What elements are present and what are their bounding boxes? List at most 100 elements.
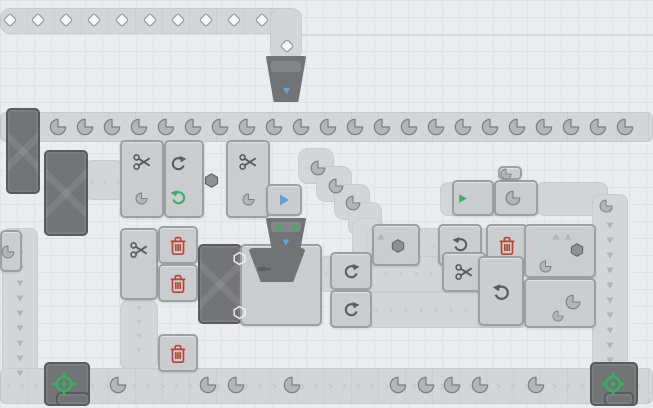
belt-chevron-right-icon — [427, 270, 435, 278]
belt-chevron-right-icon — [326, 382, 335, 391]
belt-chevron-right-icon — [438, 382, 447, 391]
trash[interactable] — [158, 334, 198, 372]
belt-arrow-down-icon — [605, 355, 615, 365]
belt-arrow-down-icon — [135, 346, 143, 354]
belt-chevron-right-icon — [397, 270, 405, 278]
balancer[interactable] — [44, 150, 88, 236]
trash-icon — [496, 234, 518, 256]
target-icon — [600, 371, 626, 397]
gem-white-shape — [58, 12, 74, 28]
rotate-ccw-green-icon — [169, 188, 188, 207]
belt-chevron-right-icon — [186, 382, 195, 391]
edge-tile[interactable] — [0, 230, 22, 272]
quarter-gray-shape — [345, 195, 361, 211]
zone-edge-horizontal — [296, 34, 653, 36]
arrow-up-icon — [551, 232, 561, 242]
belt-chevron-right-icon — [494, 382, 503, 391]
quarter-gray-shape — [103, 118, 121, 136]
belt-chevron-right-icon — [462, 306, 470, 314]
balancer[interactable] — [198, 244, 242, 324]
rotator[interactable] — [330, 252, 372, 290]
quarter-gray-shape — [238, 118, 256, 136]
belt-arrow-down-icon — [605, 280, 615, 290]
hexagon-shape-icon — [569, 242, 585, 258]
belt-chevron-right-icon — [522, 382, 531, 391]
belt-chevron-right-icon — [4, 382, 13, 391]
filter[interactable] — [452, 180, 494, 216]
quarter-gray-shape — [389, 376, 407, 394]
rotator[interactable] — [330, 290, 372, 328]
belt-chevron-right-icon — [242, 382, 251, 391]
tunnel-arrow-down-icon — [281, 237, 291, 247]
belt-chevron-right-icon — [18, 382, 27, 391]
quarter-gray-shape — [227, 376, 245, 394]
brush-icon — [256, 261, 272, 277]
rotate-ccw-icon — [491, 282, 512, 303]
balancer[interactable] — [6, 108, 40, 194]
cutter[interactable] — [120, 228, 158, 300]
quarter-gray-shape — [211, 118, 229, 136]
quarter-gray-shape — [373, 118, 391, 136]
belt-arrow-down-icon — [15, 353, 25, 363]
quarter-gray-shape — [552, 310, 564, 322]
arrow-up-icon — [563, 232, 573, 242]
belt-arrow-down-icon — [605, 220, 615, 230]
belt-chevron-right-icon — [114, 178, 122, 186]
quarter-gray-shape — [283, 376, 301, 394]
scissors-icon — [454, 262, 474, 282]
quarter-gray-shape — [135, 192, 148, 205]
belt-chevron-right-icon — [372, 306, 380, 314]
belt-arrow-down-icon — [605, 235, 615, 245]
belt-chevron-right-icon — [312, 382, 321, 391]
quarter-gray-shape — [565, 294, 581, 310]
quarter-gray-shape — [500, 168, 512, 180]
arrow-up-icon — [376, 232, 386, 242]
gem-white-shape — [30, 12, 46, 28]
hub-right-tab[interactable] — [604, 392, 634, 406]
belt-arrow-down-icon — [135, 318, 143, 326]
tunnel-exit[interactable] — [264, 218, 308, 260]
belt-arrow-down-icon — [135, 304, 143, 312]
rotator[interactable] — [478, 256, 524, 326]
belt-chevron-right-icon — [382, 270, 390, 278]
tunnel-entrance[interactable] — [264, 56, 308, 102]
gem-white-shape — [86, 12, 102, 28]
belt-arrow-down-icon — [605, 340, 615, 350]
quarter-gray-shape — [589, 118, 607, 136]
belt-chevron-right-icon — [32, 382, 41, 391]
quarter-gray-shape — [49, 118, 67, 136]
belt-chevron-right-icon — [256, 382, 265, 391]
rotator-stack[interactable] — [164, 140, 204, 218]
cutter[interactable] — [120, 140, 164, 218]
hexagon-shape-icon — [203, 172, 220, 189]
quarter-gray-shape — [199, 376, 217, 394]
quarter-gray-shape — [109, 376, 127, 394]
belt-top[interactable] — [0, 8, 300, 34]
hexagon-shape-icon — [390, 238, 406, 254]
hub-left-tab[interactable] — [56, 392, 90, 406]
stacker[interactable] — [524, 224, 596, 278]
belt-chevron-right-icon — [340, 382, 349, 391]
quarter-gray-shape — [310, 160, 326, 176]
belt-chevron-right-icon — [382, 382, 391, 391]
cutter[interactable] — [226, 140, 270, 218]
belt-chevron-right-icon — [402, 306, 410, 314]
rotate-cw-icon — [342, 300, 361, 319]
target-icon — [51, 371, 77, 397]
hexagon-outline-icon — [232, 305, 247, 320]
gem-white-shape — [2, 12, 18, 28]
tunnel-entrance-body — [265, 56, 307, 102]
belt-chevron-right-icon — [158, 382, 167, 391]
quarter-gray-shape — [527, 376, 545, 394]
quarter-gray-shape — [157, 118, 175, 136]
tunnel-arrow-down-icon — [273, 223, 284, 234]
belt-chevron-right-icon — [354, 382, 363, 391]
scissors-icon — [129, 240, 149, 260]
belt-chevron-right-icon — [298, 382, 307, 391]
gem-white-shape — [198, 12, 214, 28]
quarter-gray-shape — [417, 376, 435, 394]
belt-chevron-right-icon — [88, 382, 97, 391]
belt-arrow-down-icon — [15, 368, 25, 378]
quarter-gray-shape — [400, 118, 418, 136]
